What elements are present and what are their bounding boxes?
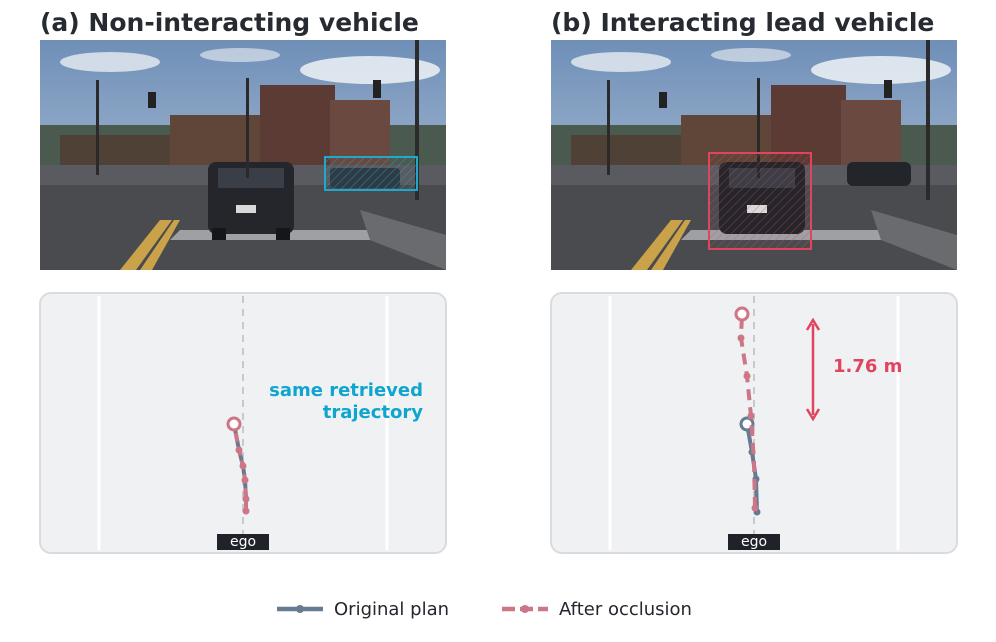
- after-occlusion-point: [747, 412, 755, 420]
- after-occlusion-point: [751, 504, 759, 512]
- panel-a-camera-image: [40, 40, 446, 270]
- ego-label: ego: [728, 534, 780, 550]
- panel-b-bev-plot: 1.76 m ego: [550, 292, 958, 554]
- legend-after-label: After occlusion: [559, 598, 692, 620]
- after-occlusion-point: [743, 372, 751, 380]
- annotation-line: trajectory: [322, 402, 423, 423]
- after-occlusion-endpoint: [734, 306, 750, 322]
- panel-b-camera-image: [551, 40, 957, 270]
- ego-label: ego: [217, 534, 269, 550]
- legend: Original plan After occlusion: [0, 596, 996, 622]
- after-occlusion-swatch-icon: [502, 605, 548, 613]
- panel-a-bev-plot: same retrieved trajectory ego: [39, 292, 447, 554]
- arrow-head-down-icon: [805, 408, 821, 422]
- after-occlusion-line-b: [738, 313, 757, 509]
- distance-label: 1.76 m: [833, 356, 903, 377]
- bev-canvas-a: [97, 296, 389, 550]
- trajectory-point: [239, 462, 247, 470]
- trajectory-point: [241, 476, 249, 484]
- bev-canvas-b: [608, 296, 900, 550]
- arrow-head-up-icon: [805, 317, 821, 331]
- annotation-same-trajectory: same retrieved trajectory: [269, 380, 423, 424]
- legend-original-plan: Original plan: [276, 596, 449, 622]
- street-scene-a: [40, 40, 446, 270]
- annotation-line: same retrieved: [269, 380, 423, 401]
- legend-original-label: Original plan: [334, 598, 450, 620]
- trajectory-point: [235, 446, 243, 454]
- trajectory-endpoint: [226, 416, 242, 432]
- original-plan-swatch-icon: [277, 605, 323, 613]
- trajectory-point: [242, 507, 250, 515]
- panel-a-title: (a) Non-interacting vehicle: [40, 8, 419, 37]
- trajectory-point: [242, 495, 250, 503]
- detection-box-a: [324, 156, 418, 191]
- panel-b-title: (b) Interacting lead vehicle: [551, 8, 935, 37]
- legend-after-occlusion: After occlusion: [501, 596, 692, 622]
- street-scene-b: [551, 40, 957, 270]
- detection-box-b: [708, 152, 812, 250]
- after-occlusion-point: [737, 334, 745, 342]
